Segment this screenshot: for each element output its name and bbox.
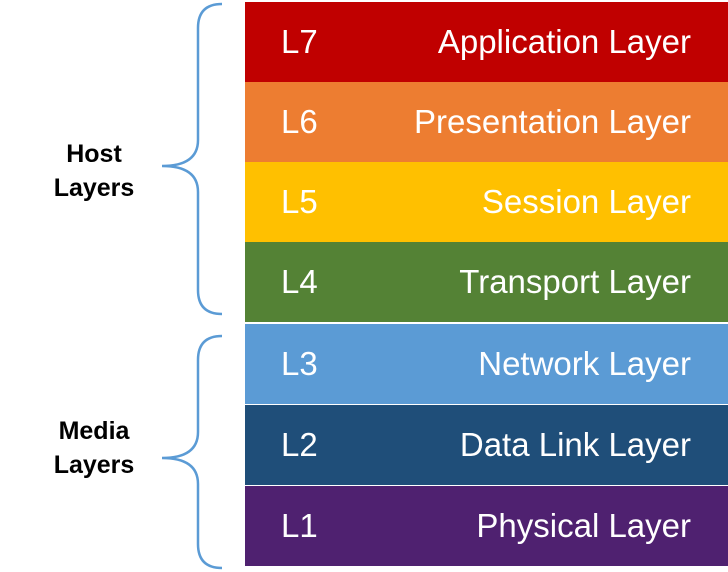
media-layers-brace [161,334,223,570]
layer-l6: L6 Presentation Layer [245,82,728,162]
layer-name: Physical Layer [476,507,691,544]
layer-code: L5 [281,183,318,220]
media-layers-label-line1: Media [58,417,130,445]
layer-l7: L7 Application Layer [245,2,728,82]
host-layers-label-line2: Layers [53,174,135,202]
layer-l1: L1 Physical Layer [245,486,728,566]
osi-layer-stack: L7 Application Layer L6 Presentation Lay… [245,2,728,566]
layer-name: Presentation Layer [413,103,691,140]
host-layers-label-line1: Host [66,140,122,168]
layer-code: L4 [281,263,318,300]
layer-name: Network Layer [478,345,691,382]
layer-name: Transport Layer [459,263,691,300]
layer-code: L7 [281,23,318,60]
layer-code: L2 [281,426,318,463]
media-layers-label: Media Layers [39,414,149,482]
layer-l2: L2 Data Link Layer [245,405,728,485]
layer-code: L1 [281,507,318,544]
layer-code: L6 [281,103,318,140]
layer-code: L3 [281,345,318,382]
layer-name: Application Layer [437,23,691,60]
layer-l5: L5 Session Layer [245,162,728,242]
layer-l3: L3 Network Layer [245,324,728,404]
media-layers-label-line2: Layers [53,451,135,479]
layer-name: Data Link Layer [459,426,691,463]
layer-l4: L4 Transport Layer [245,242,728,322]
host-layers-brace [161,2,223,316]
layer-name: Session Layer [481,183,691,220]
host-layers-label: Host Layers [39,137,149,205]
